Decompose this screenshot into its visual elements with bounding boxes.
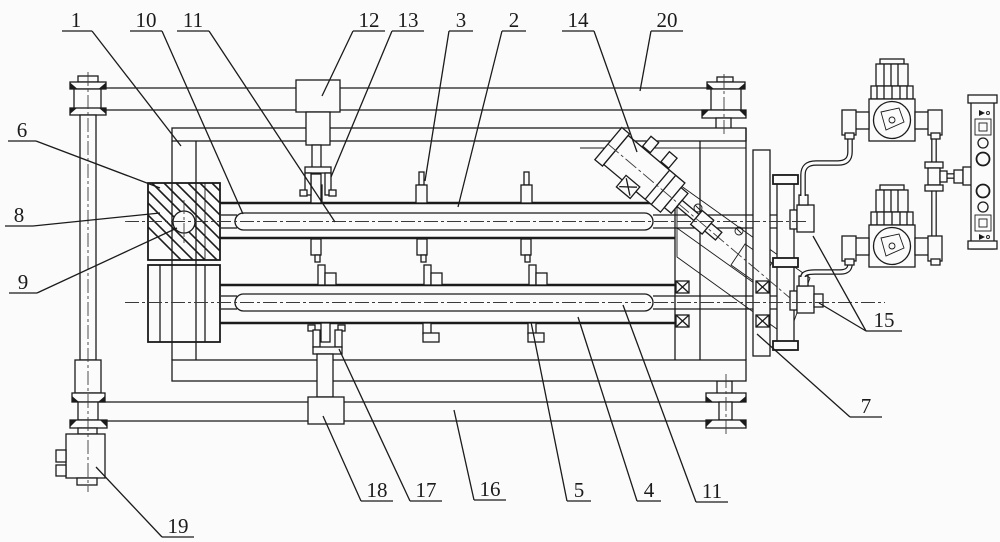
air-cylinder xyxy=(593,126,723,241)
top-right-leg xyxy=(701,76,747,130)
lower-tube xyxy=(220,283,791,325)
leader-lines xyxy=(5,30,902,538)
callout-labels: 1 10 11 12 13 3 2 14 20 6 8 9 15 7 19 18… xyxy=(14,8,895,538)
left-post xyxy=(69,75,108,435)
callout-10: 10 xyxy=(136,8,157,32)
callout-16: 16 xyxy=(480,477,501,501)
end-flange xyxy=(772,174,799,351)
callout-11b: 11 xyxy=(702,479,722,503)
tee-fitting xyxy=(924,161,974,192)
middle-blades xyxy=(310,238,548,286)
callout-14: 14 xyxy=(568,8,590,32)
pressure-regulator-1 xyxy=(841,58,943,142)
callout-18: 18 xyxy=(367,478,388,502)
centerlines xyxy=(87,72,885,492)
pressure-regulator-2 xyxy=(841,184,943,268)
callout-1: 1 xyxy=(71,8,82,32)
bearing-bolts xyxy=(675,280,770,328)
callout-20: 20 xyxy=(657,8,678,32)
callout-13: 13 xyxy=(398,8,419,32)
callout-11: 11 xyxy=(183,8,203,32)
bottom-blades xyxy=(422,322,545,343)
solenoid-valve xyxy=(967,94,998,250)
callout-5: 5 xyxy=(574,478,585,502)
callout-4: 4 xyxy=(644,478,655,502)
end-plate xyxy=(752,149,771,357)
callout-19: 19 xyxy=(168,514,189,538)
callout-7: 7 xyxy=(861,394,872,418)
top-rail xyxy=(99,87,742,111)
air-pipes xyxy=(800,139,956,278)
top-blades xyxy=(310,171,533,204)
callout-12: 12 xyxy=(359,8,380,32)
callout-17: 17 xyxy=(416,478,437,502)
top-motor-assembly xyxy=(295,79,341,204)
lower-bearing-block xyxy=(147,264,221,343)
callout-9: 9 xyxy=(18,270,29,294)
bottom-rail xyxy=(99,401,742,422)
drive-motor xyxy=(55,433,106,486)
upper-elbow-fitting xyxy=(789,194,815,233)
callout-2: 2 xyxy=(509,8,520,32)
box-left-column xyxy=(171,141,197,360)
bottom-bracket-assembly xyxy=(307,322,346,425)
callout-8: 8 xyxy=(14,203,25,227)
lower-elbow-fitting xyxy=(789,275,824,314)
callout-6: 6 xyxy=(17,118,28,142)
callout-15: 15 xyxy=(874,308,895,332)
callout-3: 3 xyxy=(456,8,467,32)
